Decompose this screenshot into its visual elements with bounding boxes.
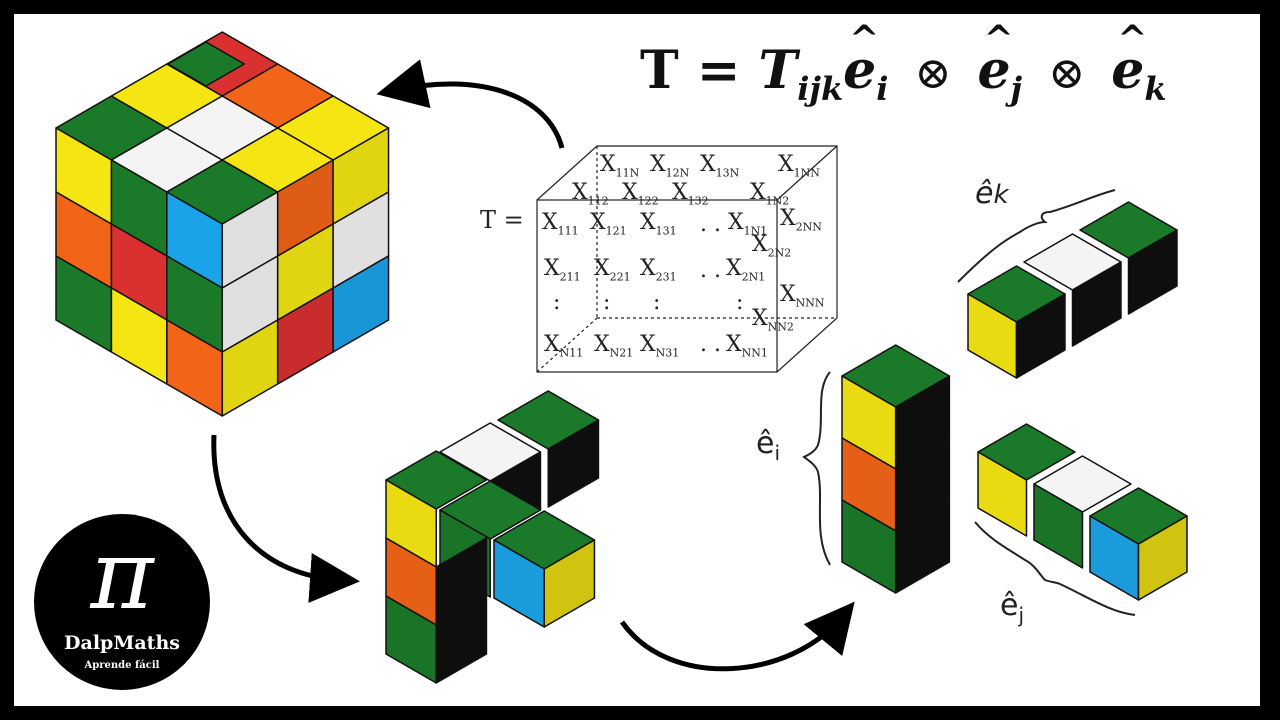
formula-sub-k: k [1144, 69, 1167, 108]
column-e-i [841, 344, 951, 594]
brace-i [802, 371, 831, 566]
cube-slice-piece [385, 390, 600, 684]
matrix-entry: XN31 [640, 332, 680, 360]
cubie-top-face [167, 41, 245, 87]
cubie-right-face [547, 419, 600, 508]
logo-tagline: Aprende fácil [84, 660, 160, 671]
matrix-entry: X112 [572, 180, 609, 208]
rubiks-cube [55, 31, 390, 417]
brace-j [974, 521, 1136, 616]
braces [802, 189, 1136, 616]
matrix-entry: X221 [594, 256, 631, 284]
formula-e-j: e [977, 18, 1013, 101]
row-e-j [977, 423, 1188, 601]
matrix-entry: X131 [640, 210, 677, 238]
formula-t: T [758, 40, 798, 101]
tensor-formula: T = Tijkei ⊗ ej ⊗ ek [640, 18, 1167, 108]
matrix-vdots-3: : [653, 290, 661, 315]
matrix-dots-row2: . . [700, 258, 721, 283]
matrix-entry: X1N1 [728, 210, 768, 238]
cubie-right-face [894, 499, 951, 594]
matrix-entry: XN21 [594, 332, 634, 360]
tensor-box [536, 145, 838, 373]
matrix-entry: X111 [542, 210, 579, 238]
matrix-entry: XNN2 [752, 306, 794, 334]
box-edge [776, 145, 838, 201]
matrix-entry: XN11 [544, 332, 584, 360]
pi-icon: π [90, 519, 154, 631]
row-e-k [967, 201, 1178, 379]
basis-label-i: êi [756, 426, 781, 465]
cubie-right-face [543, 539, 596, 628]
otimes-symbol-1: ⊗ [914, 48, 952, 99]
matrix-vdots-4: : [736, 290, 744, 315]
matrix-vdots-2: : [603, 290, 611, 315]
matrix-entry: X121 [590, 210, 627, 238]
matrix-entry: X12N [650, 152, 690, 180]
matrix-entry: X1NN [778, 152, 820, 180]
matrix-entry: X2N1 [726, 256, 766, 284]
matrix-prefix: T = [480, 206, 524, 234]
cubie-left-face [977, 451, 1028, 537]
arrows [211, 59, 855, 672]
matrix-dots-row1: . . [700, 212, 721, 237]
matrix-entry: X2NN [780, 206, 822, 234]
box-hidden-edge-3 [536, 317, 598, 373]
formula-indices: ijk [797, 69, 844, 108]
matrix-entry: X231 [640, 256, 677, 284]
formula-sub-j: j [1010, 69, 1023, 108]
cubie-left-face [1033, 483, 1084, 569]
cubie-right-face [1071, 261, 1122, 347]
matrix-entry: X2N2 [752, 232, 792, 260]
matrix-entry: XNN1 [726, 332, 768, 360]
matrix-entry: X1N2 [750, 180, 790, 208]
otimes-symbol-2: ⊗ [1048, 48, 1086, 99]
logo-name: DalpMaths [64, 632, 180, 654]
matrix-entry: X13N [700, 152, 740, 180]
basis-label-j: êj [1000, 588, 1025, 627]
cubie-right-face [435, 595, 488, 684]
cubie-right-face [1137, 515, 1188, 601]
matrix-vdots-1: : [553, 290, 561, 315]
matrix-entry: X11N [600, 152, 640, 180]
matrix-entry: X132 [672, 180, 709, 208]
cubie-right-face [1127, 229, 1178, 315]
matrix-entry: X122 [622, 180, 659, 208]
matrix-entry: XNNN [780, 282, 825, 310]
cubie-right-face [1015, 293, 1066, 379]
formula-equals: = [696, 40, 741, 101]
matrix-dots-row4: . . [700, 332, 721, 357]
matrix-entry: X211 [544, 256, 581, 284]
formula-sub-i: i [876, 69, 889, 108]
arrow-to-cube [376, 59, 565, 149]
formula-e-k: e [1111, 18, 1147, 101]
arrow-to-columns [619, 601, 855, 672]
cube-right-sticker [332, 255, 390, 353]
arrow-to-slice [211, 434, 360, 603]
box-front [536, 199, 778, 373]
formula-e-i: e [843, 18, 879, 101]
basis-label-k: êk [975, 176, 1009, 211]
dalpmaths-logo: π DalpMaths Aprende fácil [34, 514, 210, 690]
brace-k [957, 189, 1116, 283]
formula-bold-t: T [640, 40, 679, 101]
